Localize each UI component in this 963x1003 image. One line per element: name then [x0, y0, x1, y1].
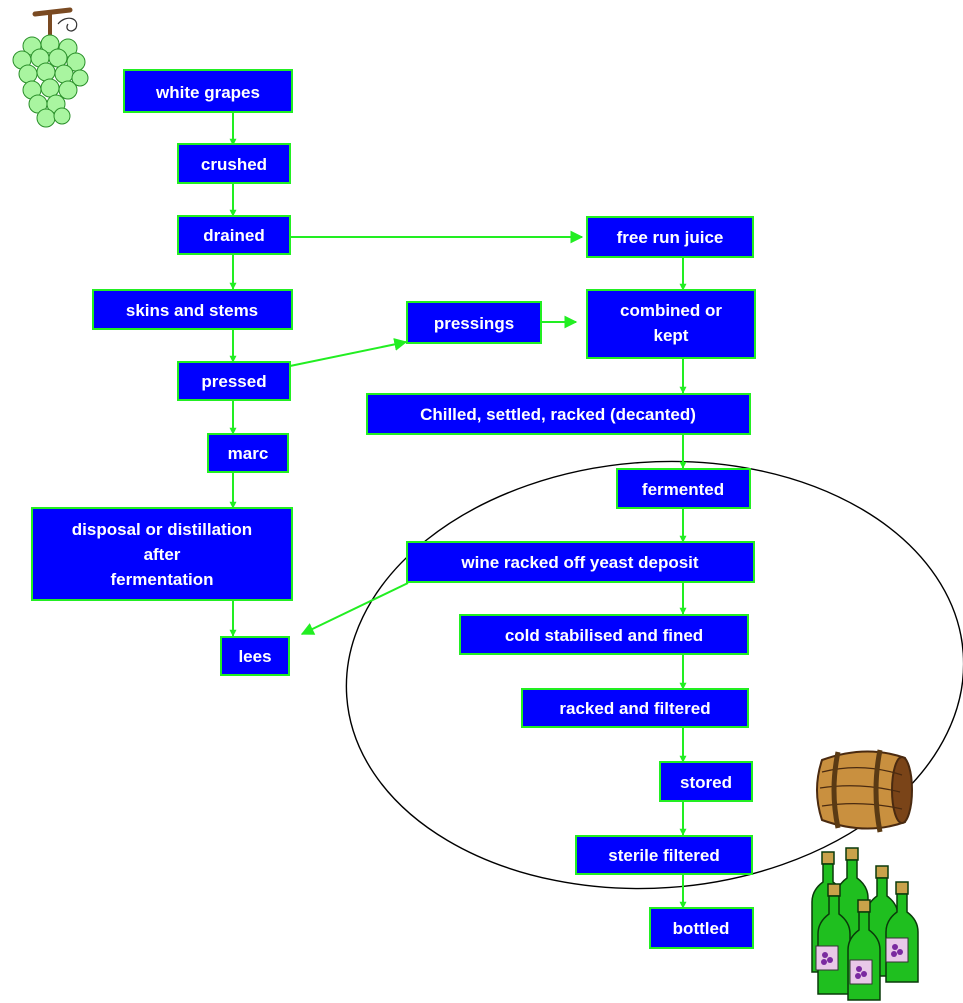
- fermentation-stage-ellipse: [345, 460, 963, 890]
- grapes-icon: [12, 7, 89, 128]
- node-disposal-label-line2: after: [144, 545, 181, 564]
- node-marc: marc: [207, 433, 289, 473]
- node-wine-racked-label: wine racked off yeast deposit: [460, 553, 698, 572]
- node-drained-label: drained: [203, 226, 264, 245]
- node-drained: drained: [177, 215, 291, 255]
- node-free-run-juice: free run juice: [586, 216, 754, 258]
- node-racked-filtered: racked and filtered: [521, 688, 749, 728]
- arrow-pressed-to-pressings: [289, 338, 408, 367]
- node-pressed-label: pressed: [201, 372, 266, 391]
- node-lees: lees: [220, 636, 290, 676]
- node-stored-label: stored: [680, 773, 732, 792]
- node-sterile-filtered: sterile filtered: [575, 835, 753, 875]
- node-chilled-settled-racked: Chilled, settled, racked (decanted): [366, 393, 751, 435]
- node-sterile-filtered-label: sterile filtered: [608, 846, 720, 865]
- barrel-icon: [816, 749, 913, 833]
- arrow-wine-racked-to-lees: [300, 582, 409, 635]
- node-bottled-label: bottled: [673, 919, 730, 938]
- node-skins-and-stems-label: skins and stems: [126, 301, 258, 320]
- node-combined-label-line2: kept: [654, 326, 689, 345]
- node-free-run-juice-label: free run juice: [617, 228, 724, 247]
- node-pressings: pressings: [406, 301, 542, 344]
- node-fermented: fermented: [616, 468, 751, 509]
- node-fermented-label: fermented: [642, 480, 724, 499]
- node-disposal: disposal or distillation after fermentat…: [31, 507, 293, 601]
- node-lees-label: lees: [238, 647, 271, 666]
- node-pressings-label: pressings: [434, 314, 514, 333]
- node-white-grapes-label: white grapes: [155, 83, 260, 102]
- node-wine-racked: wine racked off yeast deposit: [406, 541, 755, 583]
- node-skins-and-stems: skins and stems: [92, 289, 293, 330]
- node-combined-label-line1: combined or: [620, 301, 722, 320]
- node-cold-stabilised-label: cold stabilised and fined: [505, 626, 703, 645]
- wine-bottles-icon: [811, 847, 919, 1001]
- node-racked-filtered-label: racked and filtered: [559, 699, 710, 718]
- node-crushed: crushed: [177, 143, 291, 184]
- node-white-grapes: white grapes: [123, 69, 293, 113]
- node-bottled: bottled: [649, 907, 754, 949]
- node-cold-stabilised: cold stabilised and fined: [459, 614, 749, 655]
- node-crushed-label: crushed: [201, 155, 267, 174]
- node-combined-or-kept: combined or kept: [586, 289, 756, 359]
- node-disposal-label-line3: fermentation: [111, 570, 214, 589]
- node-pressed: pressed: [177, 361, 291, 401]
- node-stored: stored: [659, 761, 753, 802]
- node-disposal-label-line1: disposal or distillation: [72, 520, 252, 539]
- node-chilled-label: Chilled, settled, racked (decanted): [420, 405, 696, 424]
- node-marc-label: marc: [228, 444, 269, 463]
